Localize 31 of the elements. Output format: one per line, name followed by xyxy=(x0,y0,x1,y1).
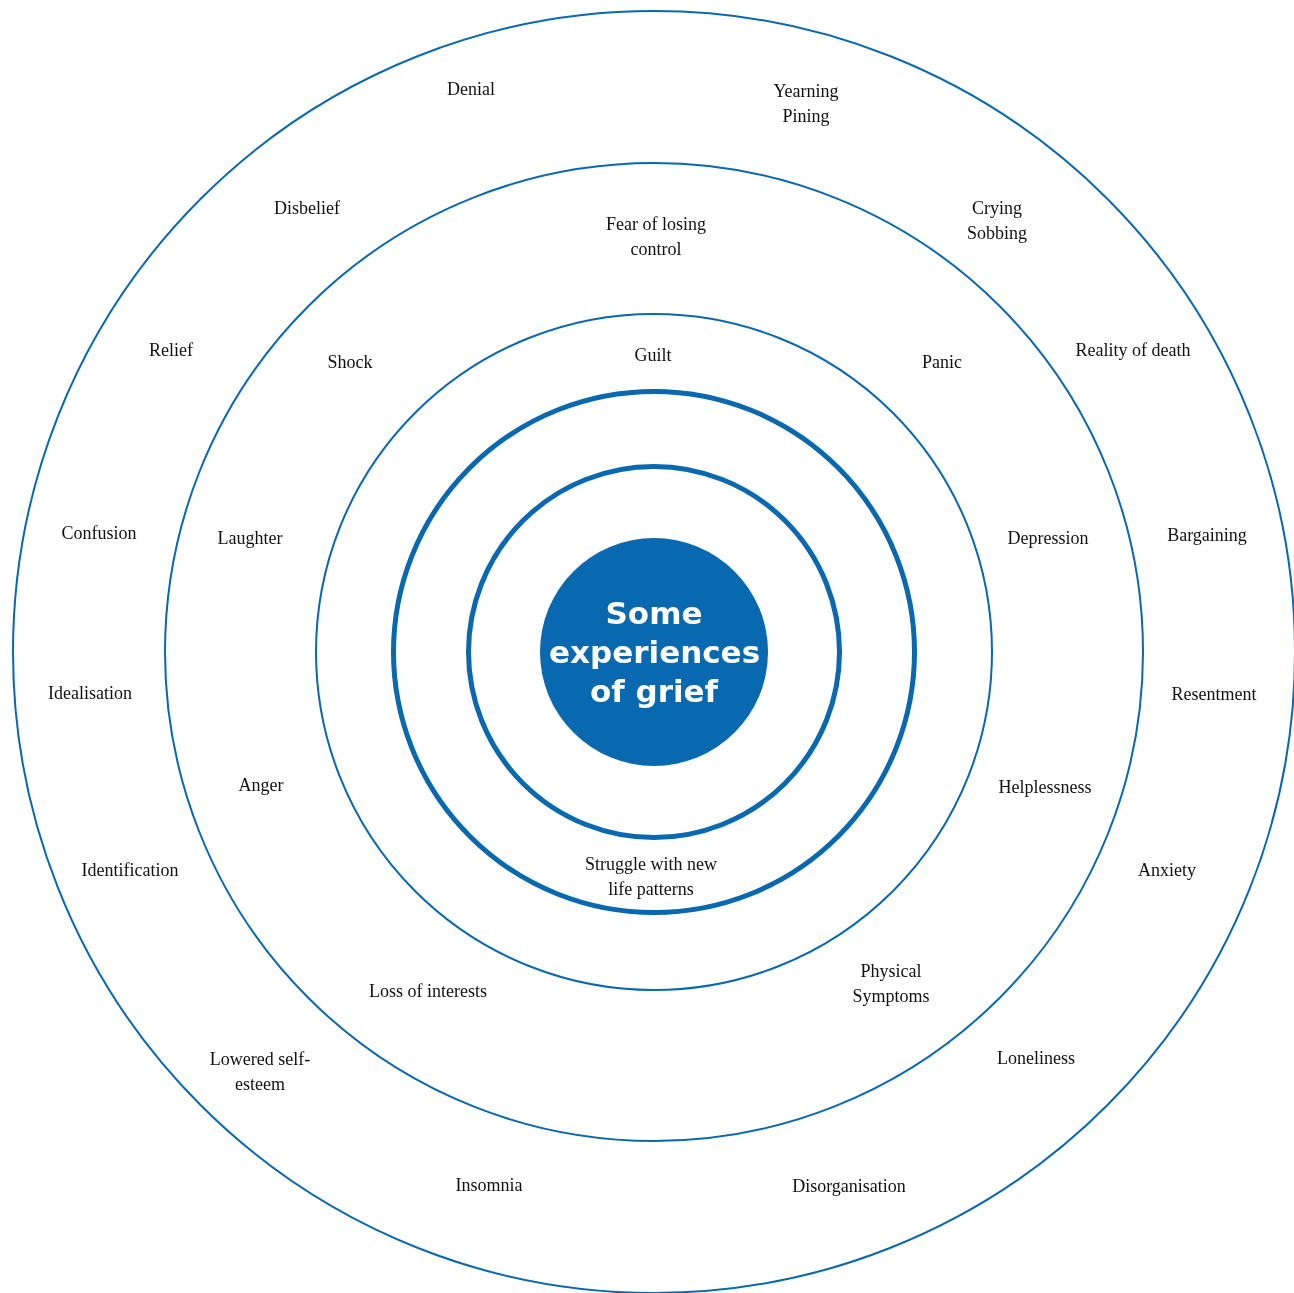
grief-experience-label: Crying Sobbing xyxy=(966,197,1028,245)
grief-experience-label: Confusion xyxy=(61,521,137,545)
grief-experience-label: Reality of death xyxy=(1075,338,1191,362)
grief-experience-label: Denial xyxy=(447,77,495,101)
grief-experience-label: Idealisation xyxy=(48,681,132,705)
grief-experience-label: Bargaining xyxy=(1167,523,1247,547)
grief-experience-label: Loneliness xyxy=(997,1046,1075,1070)
grief-experience-label: Identification xyxy=(81,858,179,882)
grief-experience-label: Anxiety xyxy=(1138,858,1196,882)
grief-experience-label: Struggle with new life patterns xyxy=(584,853,718,901)
center-title: Some experiences of grief xyxy=(549,593,759,711)
grief-experience-label: Anger xyxy=(238,773,284,797)
grief-experience-label: Guilt xyxy=(634,343,672,367)
grief-experience-label: Laughter xyxy=(217,526,283,550)
grief-experience-label: Shock xyxy=(327,350,373,374)
grief-experience-label: Panic xyxy=(922,350,962,374)
grief-experience-label: Resentment xyxy=(1171,682,1257,706)
grief-experience-label: Disbelief xyxy=(274,196,340,220)
grief-experience-label: Insomnia xyxy=(455,1173,523,1197)
grief-experience-label: Fear of losing control xyxy=(605,213,707,261)
ring-circle xyxy=(466,464,842,840)
grief-experience-label: Helplessness xyxy=(998,775,1092,799)
grief-experience-label: Relief xyxy=(149,338,193,362)
grief-experience-label: Physical Symptoms xyxy=(851,960,931,1008)
grief-experience-label: Yearning Pining xyxy=(772,80,840,128)
grief-experience-label: Loss of interests xyxy=(369,979,487,1003)
ring-circle xyxy=(12,10,1294,1293)
grief-experience-label: Depression xyxy=(1007,526,1089,550)
ring-circle xyxy=(391,389,917,915)
grief-experience-label: Disorganisation xyxy=(792,1174,906,1198)
grief-experience-label: Lowered self-esteem xyxy=(208,1048,312,1096)
